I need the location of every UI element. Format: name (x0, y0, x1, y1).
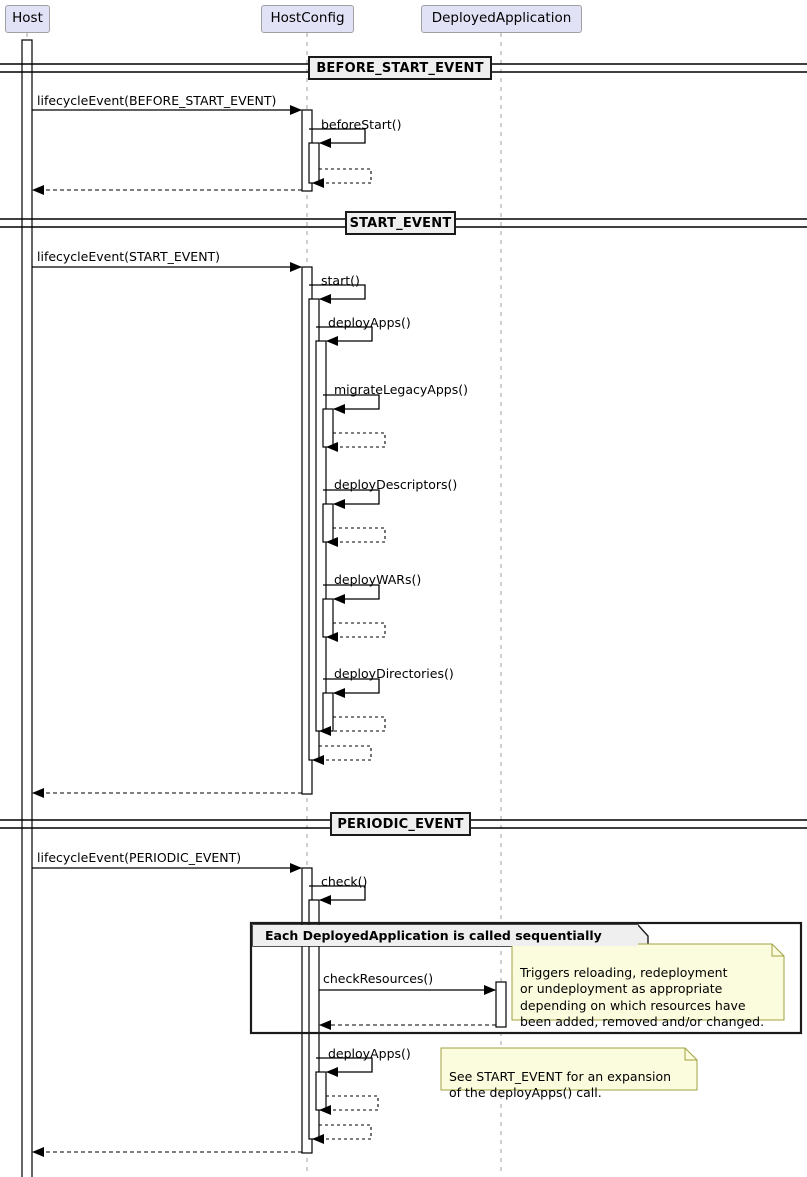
message-label-lifecycleevent-start: lifecycleEvent(START_EVENT) (37, 249, 221, 264)
note-fold (684, 1048, 697, 1061)
message-text: beforeStart() (321, 117, 402, 132)
message-arrow-self-call (309, 885, 366, 905)
participant-deployedapplication-label: DeployedApplication (431, 10, 572, 27)
note-body (440, 1047, 698, 1091)
participant-host[interactable]: Host (5, 5, 50, 33)
message-arrow-self-return (312, 168, 372, 188)
message-text: deployApps() (328, 315, 411, 330)
message-label-migratelegacyapps: migrateLegacyApps() (334, 382, 468, 397)
participant-hostconfig-label: HostConfig (270, 10, 345, 27)
activation-bar (308, 142, 320, 184)
message-text: deployWARs() (334, 572, 422, 587)
message-arrow-self-call (309, 128, 366, 148)
activation-bar (21, 39, 33, 1177)
message-text: migrateLegacyApps() (334, 382, 468, 397)
message-label-beforestart: beforeStart() (321, 117, 402, 132)
message-text: lifecycleEvent(START_EVENT) (37, 249, 221, 264)
message-arrow-self-call (316, 1057, 373, 1077)
message-arrow-self-call (323, 394, 380, 414)
divider-label-text: BEFORE_START_EVENT (316, 60, 484, 76)
message-label-deploydescriptors: deployDescriptors() (334, 477, 458, 492)
note-text-content: See START_EVENT for an expansion of the … (449, 1069, 672, 1101)
message-arrow-self-return (326, 527, 386, 547)
message-label-deploywars: deployWARs() (334, 572, 422, 587)
message-arrow-self-return (312, 745, 372, 765)
participant-deployedapplication[interactable]: DeployedApplication (421, 5, 582, 33)
note-deployapps: See START_EVENT for an expansion of the … (441, 1048, 697, 1100)
frame-border (249, 921, 803, 1035)
message-label-deploydirectories: deployDirectories() (334, 666, 454, 681)
message-label-deployapps: deployApps() (328, 315, 411, 330)
message-text: checkResources() (323, 971, 434, 986)
message-text: lifecycleEvent(PERIODIC_EVENT) (37, 850, 242, 865)
message-arrow-self-return (312, 1124, 372, 1144)
activation-bar (322, 692, 334, 732)
divider-before-start-event: BEFORE_START_EVENT (308, 56, 492, 80)
participant-host-label: Host (12, 10, 43, 27)
message-text: start() (321, 273, 360, 288)
message-arrow-self-return (319, 1095, 379, 1115)
activation-bar (322, 503, 334, 543)
message-arrow-self-call (323, 678, 380, 698)
message-label-lifecycleevent-periodic: lifecycleEvent(PERIODIC_EVENT) (37, 850, 242, 865)
message-label-check: check() (321, 874, 368, 889)
message-arrow-self-return (326, 432, 386, 452)
activation-bar (495, 981, 507, 1028)
divider-label-text: PERIODIC_EVENT (337, 816, 464, 832)
message-arrow-self-return (319, 716, 386, 736)
message-label-start: start() (321, 273, 360, 288)
message-arrow-self-call (323, 584, 380, 604)
participant-hostconfig[interactable]: HostConfig (261, 5, 354, 33)
message-arrow-self-call (316, 326, 373, 346)
message-text: deployDescriptors() (334, 477, 458, 492)
message-text: check() (321, 874, 368, 889)
frame-title-text: Each DeployedApplication is called seque… (265, 928, 602, 943)
message-arrow-self-call (309, 284, 366, 304)
frame-title-each-deployedapplication: Each DeployedApplication is called seque… (253, 925, 638, 946)
divider-label-text: START_EVENT (349, 215, 452, 231)
activation-bar (315, 1071, 327, 1111)
note-body (511, 943, 785, 1021)
message-text: lifecycleEvent(BEFORE_START_EVENT) (37, 93, 277, 108)
message-label-deployapps-periodic: deployApps() (328, 1046, 411, 1061)
message-text: deployDirectories() (334, 666, 454, 681)
divider-start-event: START_EVENT (345, 211, 456, 235)
activation-bar (322, 598, 334, 638)
message-label-lifecycleevent-before-start: lifecycleEvent(BEFORE_START_EVENT) (37, 93, 277, 108)
divider-periodic-event: PERIODIC_EVENT (330, 812, 471, 836)
message-text: deployApps() (328, 1046, 411, 1061)
message-label-checkresources: checkResources() (323, 971, 434, 986)
note-checkresources: Triggers reloading, redeployment or unde… (512, 944, 784, 1029)
note-text-content: Triggers reloading, redeployment or unde… (520, 965, 765, 1029)
message-arrow-self-call (323, 489, 380, 509)
message-arrow-self-return (326, 622, 386, 642)
activation-bar (322, 408, 334, 448)
note-fold (771, 944, 784, 957)
